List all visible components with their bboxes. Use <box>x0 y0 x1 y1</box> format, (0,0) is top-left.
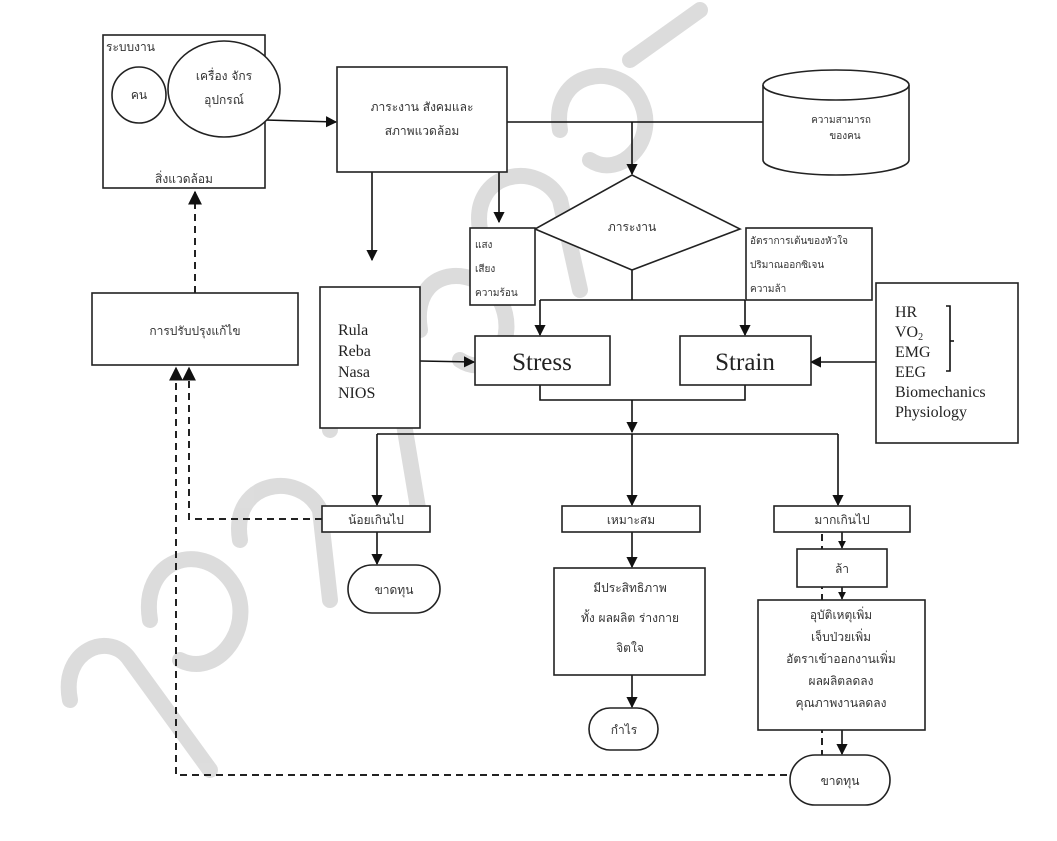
efficiency-line3: จิตใจ <box>616 641 644 655</box>
workload-env-line2: สภาพแวดล้อม <box>385 124 460 138</box>
human-capacity-line1: ความสามารถ <box>811 115 871 126</box>
loss-left-node[interactable]: ขาดทุน <box>347 564 441 614</box>
measure-hr: HR <box>895 304 918 321</box>
efficiency-node[interactable]: มีประสิทธิภาพ ทั้ง ผลผลิต ร่างกาย จิตใจ <box>553 567 706 676</box>
feedback-too-little <box>182 366 322 520</box>
tool-nasa: Nasa <box>338 364 370 381</box>
workload-env-line1: ภาระงาน สังคมและ <box>371 100 474 114</box>
efficiency-line1: มีประสิทธิภาพ <box>593 581 667 595</box>
loss-left-label: ขาดทุน <box>375 583 414 598</box>
machine-label-line2: อุปกรณ์ <box>204 93 244 108</box>
physiology-line3: ความล้า <box>750 283 786 295</box>
work-system-title: ระบบงาน <box>106 40 155 54</box>
measure-biomechanics: Biomechanics <box>895 384 986 401</box>
strain-node[interactable]: Strain <box>679 335 812 386</box>
consequence-output: ผลผลิตลดลง <box>809 674 874 688</box>
consequence-illness: เจ็บป่วยเพิ่ม <box>811 628 871 644</box>
physical-env-line2: เสียง <box>475 263 495 275</box>
stress-node[interactable]: Stress <box>474 335 611 386</box>
measure-vo2: VO2 <box>895 324 923 343</box>
measure-vo-subscript: 2 <box>918 332 923 343</box>
tool-nios: NIOS <box>338 385 375 402</box>
physical-env-node[interactable]: แสง เสียง ความร้อน <box>469 227 536 306</box>
stress-label: Stress <box>512 349 572 376</box>
assessment-tools-node[interactable]: Rula Reba Nasa NIOS <box>319 286 421 429</box>
strain-label: Strain <box>715 349 775 376</box>
line-merge-stress-strain <box>539 385 746 401</box>
improvement-label: การปรับปรุงแก้ไข <box>149 324 240 339</box>
loss-right-node[interactable]: ขาดทุน <box>789 754 891 806</box>
measure-eeg: EEG <box>895 364 927 381</box>
fatigue-node[interactable]: ล้า <box>796 548 888 588</box>
workload-decision-node[interactable]: ภาระงาน <box>533 174 742 271</box>
person-label: คน <box>131 88 147 102</box>
workload-env-node[interactable]: ภาระงาน สังคมและ สภาพแวดล้อม <box>336 66 508 173</box>
machine-circle <box>167 40 281 138</box>
person-circle <box>111 66 167 124</box>
appropriate-label: เหมาะสม <box>607 513 655 527</box>
fatigue-label: ล้า <box>835 562 849 576</box>
consequence-quality: คุณภาพงานลดลง <box>796 696 887 711</box>
environment-label: สิ่งแวดล้อม <box>155 170 213 186</box>
consequence-accidents: อุบัติเหตุเพิ่ม <box>810 606 872 623</box>
physiology-line2: ปริมาณออกซิเจน <box>750 260 824 271</box>
workload-decision-label: ภาระงาน <box>608 220 656 234</box>
efficiency-line2: ทั้ง ผลผลิต ร่างกาย <box>581 609 679 625</box>
too-little-label: น้อยเกินไป <box>348 513 404 527</box>
human-capacity-line2: ของคน <box>829 131 860 142</box>
consequence-turnover: อัตราเข้าออกงานเพิ่ม <box>786 650 896 666</box>
bracket-icon <box>946 305 951 372</box>
consequences-node[interactable]: อุบัติเหตุเพิ่ม เจ็บป่วยเพิ่ม อัตราเข้าอ… <box>757 599 926 731</box>
physiology-line1: อัตราการเต้นของหัวใจ <box>750 235 848 247</box>
strain-measures-node[interactable]: HR VO2 EMG EEG Biomechanics Physiology <box>875 282 1019 444</box>
feedback-too-much <box>169 366 823 776</box>
machine-label-line1: เครื่อง จักร <box>196 67 253 83</box>
profit-node[interactable]: กำไร <box>588 707 659 751</box>
arrow-system-to-workload <box>264 116 338 128</box>
improvement-node[interactable]: การปรับปรุงแก้ไข <box>91 292 299 366</box>
tool-rula: Rula <box>338 322 368 339</box>
loss-right-label: ขาดทุน <box>821 774 860 789</box>
tool-reba: Reba <box>338 343 371 360</box>
appropriate-node[interactable]: เหมาะสม <box>561 505 701 533</box>
too-much-label: มากเกินไป <box>814 513 869 527</box>
too-little-node[interactable]: น้อยเกินไป <box>321 505 431 533</box>
physiology-measures-node[interactable]: อัตราการเต้นของหัวใจ ปริมาณออกซิเจน ความ… <box>745 227 873 301</box>
too-much-node[interactable]: มากเกินไป <box>773 505 911 533</box>
work-system-node[interactable]: ระบบงาน คน เครื่อง จักร อุปกรณ์ สิ่งแวดล… <box>102 34 281 189</box>
human-capacity-node[interactable]: ความสามารถ ของคน <box>762 69 910 176</box>
physical-env-line3: ความร้อน <box>475 287 518 299</box>
profit-label: กำไร <box>611 723 638 737</box>
measure-vo: VO <box>895 324 918 341</box>
measure-physiology: Physiology <box>895 404 967 421</box>
physical-env-line1: แสง <box>475 240 493 251</box>
measure-emg: EMG <box>895 344 931 361</box>
arrow-tools-to-stress <box>419 356 476 368</box>
